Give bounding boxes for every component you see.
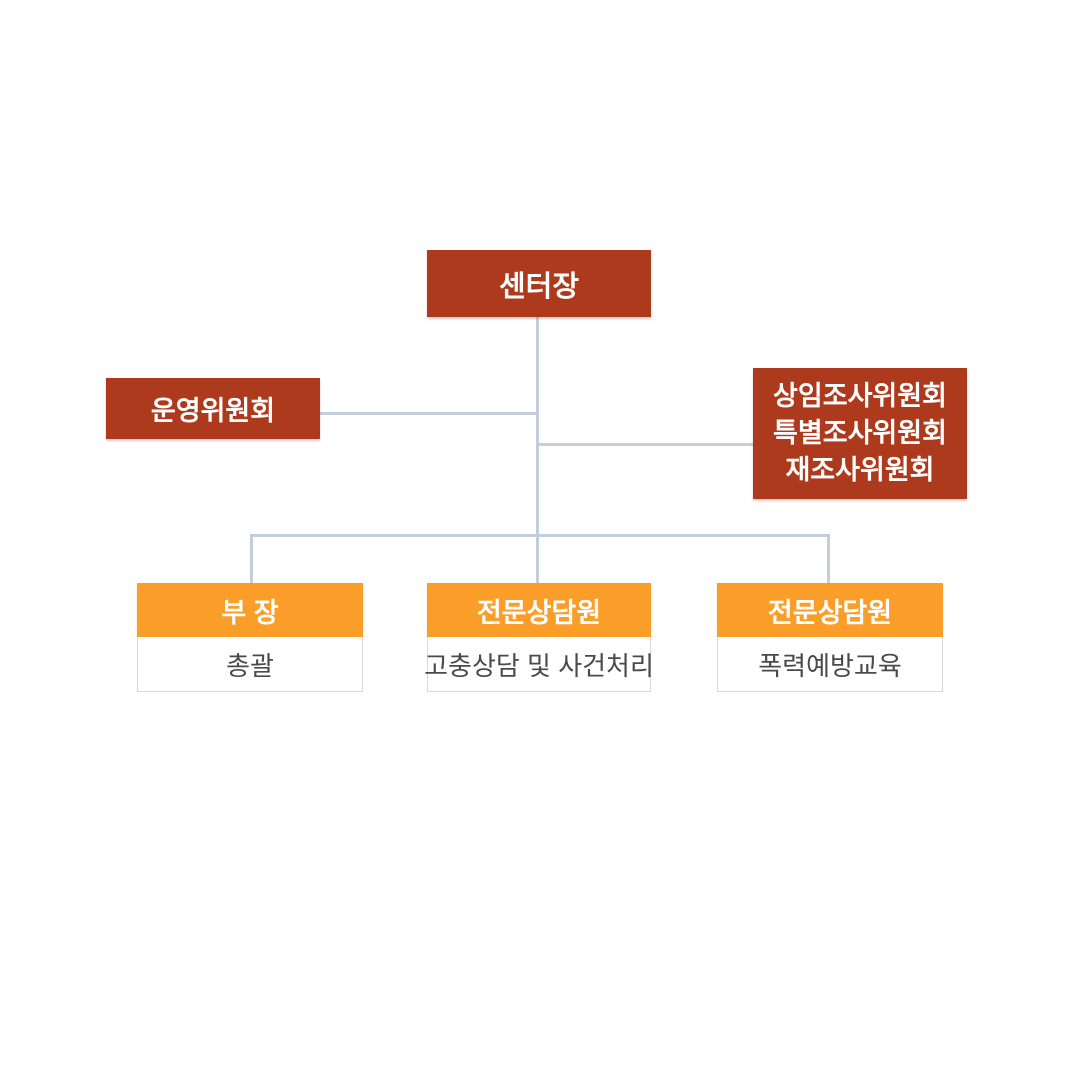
org-box-counselor-prevention: 전문상담원 폭력예방교육: [717, 583, 943, 692]
counselor-prevention-title-label: 전문상담원: [767, 597, 893, 628]
counselor-prevention-role: 폭력예방교육: [717, 637, 943, 692]
connector-drop-left: [250, 534, 253, 583]
org-box-operating-committee: 운영위원회: [106, 378, 320, 439]
connector-branch-right: [538, 443, 753, 446]
investigation-committee-line-3: 재조사위원회: [785, 455, 935, 485]
department-manager-title-label: 부 장: [221, 597, 279, 628]
department-manager-title: 부 장: [137, 583, 363, 637]
org-box-counselor-grievance: 전문상담원 고충상담 및 사건처리: [424, 583, 654, 692]
counselor-prevention-role-label: 폭력예방교육: [758, 650, 902, 681]
operating-committee-label: 운영위원회: [150, 396, 276, 426]
org-box-department-manager: 부 장 총괄: [137, 583, 363, 692]
investigation-committee-line-2: 특별조사위원회: [773, 418, 947, 448]
org-box-investigation-committees: 상임조사위원회 특별조사위원회 재조사위원회: [753, 368, 967, 499]
connector-drop-right: [827, 534, 830, 583]
counselor-grievance-role-label: 고충상담 및 사건처리: [424, 650, 654, 681]
counselor-prevention-title: 전문상담원: [717, 583, 943, 637]
investigation-committee-line-1: 상임조사위원회: [773, 381, 947, 411]
center-director-label: 센터장: [498, 270, 580, 303]
connector-branch-left: [320, 412, 536, 415]
department-manager-role-label: 총괄: [226, 650, 274, 681]
counselor-grievance-title-label: 전문상담원: [476, 597, 602, 628]
connector-spine-vertical: [536, 317, 539, 583]
counselor-grievance-role: 고충상담 및 사건처리: [424, 637, 654, 692]
department-manager-role: 총괄: [137, 637, 363, 692]
connector-crossbar-horizontal: [250, 534, 830, 537]
counselor-grievance-title: 전문상담원: [427, 583, 651, 637]
org-box-center-director: 센터장: [427, 250, 651, 317]
